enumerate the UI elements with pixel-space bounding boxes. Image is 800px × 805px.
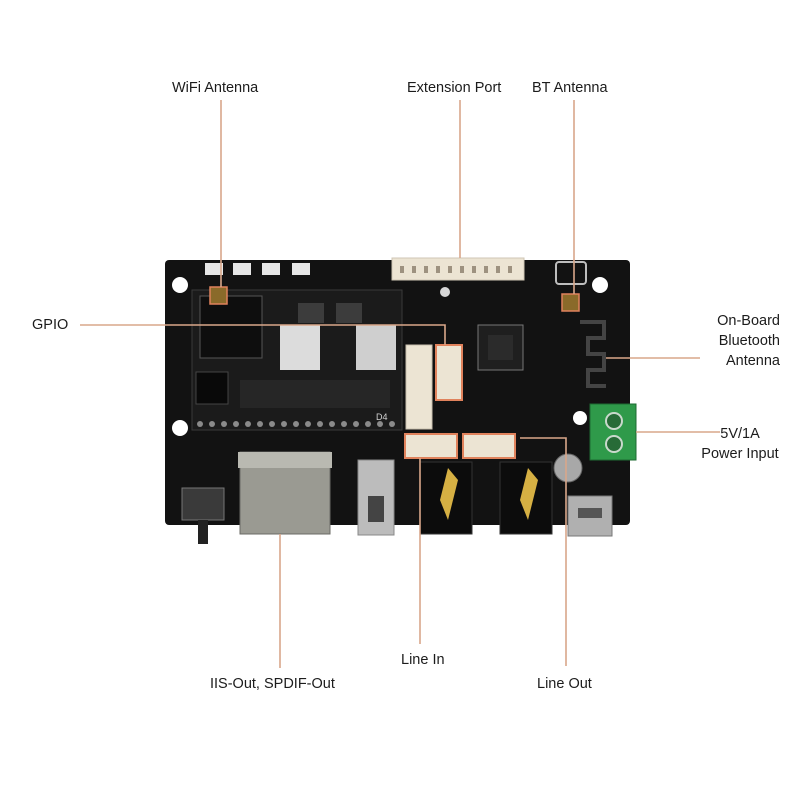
label-power-input: 5V/1A Power Input (690, 424, 790, 464)
audio-headers (404, 433, 516, 459)
label-onboard-bt-line1: On-Board (717, 313, 780, 329)
label-bt-antenna: BT Antenna (532, 80, 608, 96)
silk-d4: D4 (376, 412, 388, 422)
leader-lines (80, 100, 720, 668)
leader-gpio (80, 324, 446, 345)
ethernet-jack-top (238, 452, 332, 468)
label-wifi-antenna: WiFi Antenna (172, 80, 259, 96)
esp32-module (191, 289, 403, 431)
bt-antenna-housing (555, 261, 587, 285)
label-iis-spdif-out: IIS-Out, SPDIF-Out (210, 676, 335, 692)
spdif-jack-hole (368, 496, 384, 522)
label-power-line2: Power Input (701, 446, 779, 462)
wifi-antenna-connector (209, 286, 228, 305)
label-onboard-bluetooth: On-Board Bluetooth Antenna (717, 311, 780, 371)
push-button-stem (198, 520, 208, 544)
label-extension-port: Extension Port (407, 80, 502, 96)
label-gpio: GPIO (32, 317, 69, 333)
power-terminal-screw-2 (605, 435, 623, 453)
gpio-headers (405, 344, 463, 430)
label-power-line1: 5V/1A (720, 426, 760, 442)
top-leds (205, 263, 310, 275)
micro-usb (567, 495, 613, 537)
leader-line-out (520, 437, 567, 666)
power-terminal-screw-1 (605, 412, 623, 430)
mounting-holes (172, 277, 608, 436)
label-onboard-bt-line3: Antenna (725, 353, 780, 369)
label-line-out: Line Out (537, 676, 592, 692)
extension-port-connector (391, 257, 525, 281)
pin-row (197, 421, 395, 427)
capacitor (553, 453, 583, 483)
push-button (181, 487, 225, 521)
label-line-in: Line In (401, 652, 445, 668)
label-onboard-bt-line2: Bluetooth (718, 333, 780, 349)
audio-jacks (419, 461, 553, 535)
bt-antenna-connector (561, 293, 580, 312)
main-ic-die (488, 335, 513, 360)
micro-usb-port (578, 508, 602, 518)
extension-port-pins (400, 266, 512, 273)
onboard-bt-antenna-trace (580, 320, 606, 388)
